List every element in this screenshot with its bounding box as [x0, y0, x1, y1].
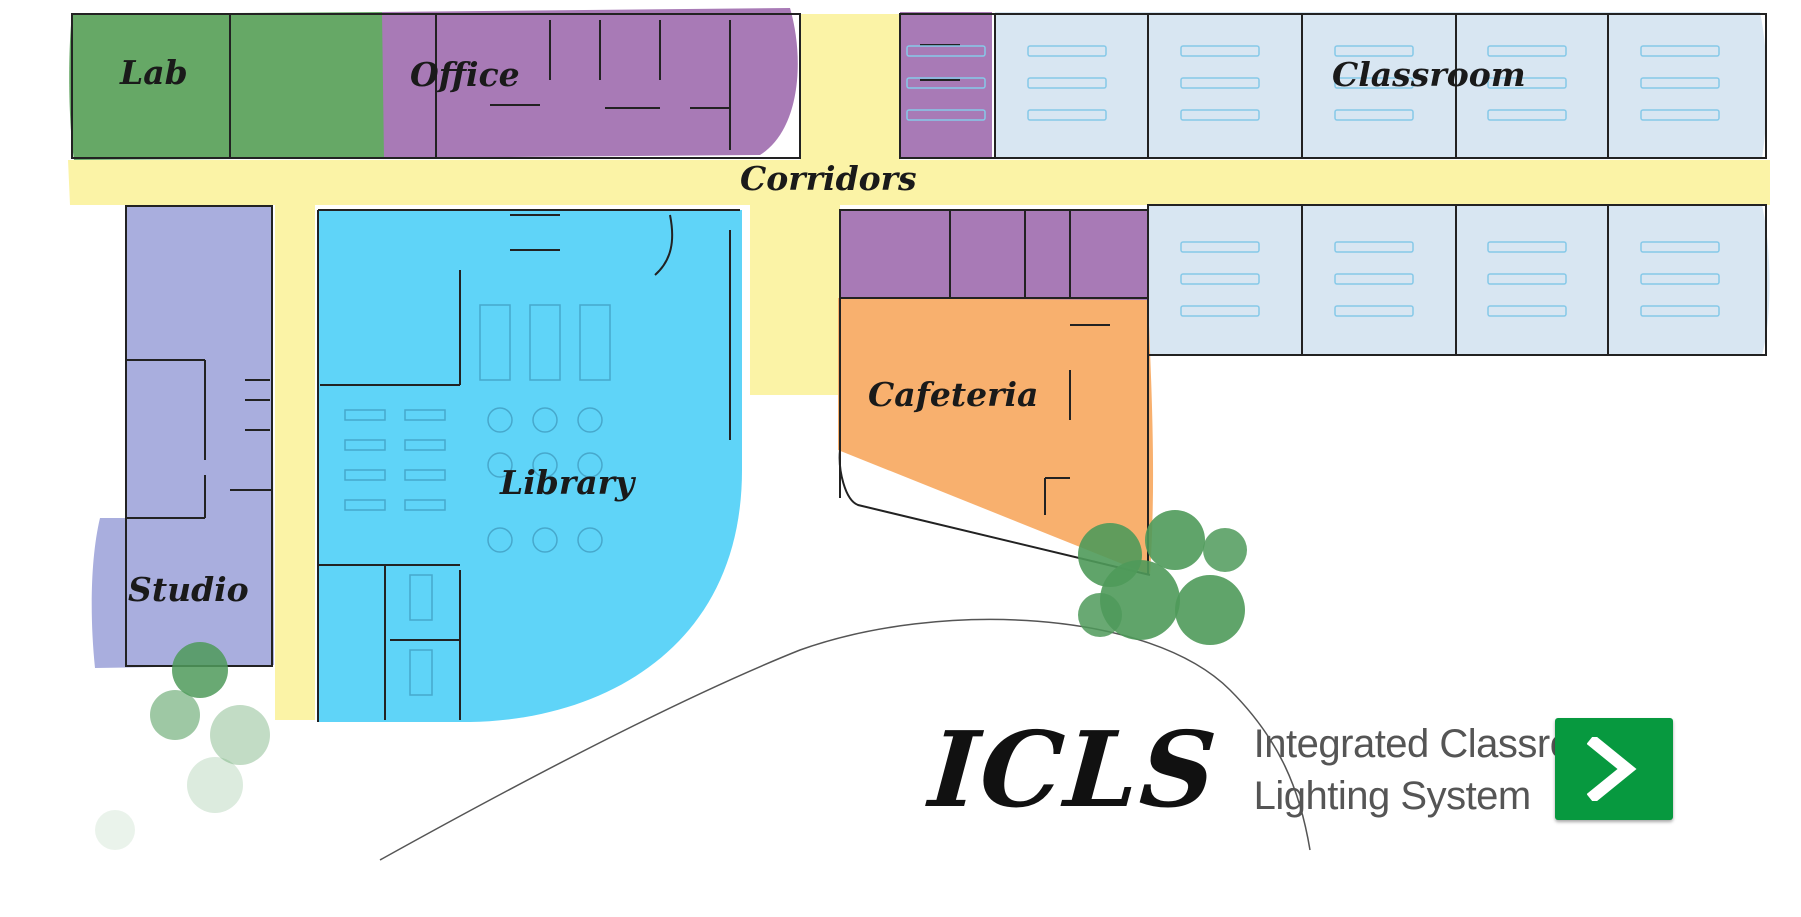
next-button[interactable]: [1555, 718, 1673, 820]
cafeteria-zone[interactable]: [838, 298, 1154, 575]
chevron-right-icon: [1587, 737, 1637, 801]
tagline-line2: Lighting System: [1253, 774, 1532, 818]
label-library: Library: [499, 463, 637, 502]
office-zone-south: [840, 210, 1148, 303]
desk-patterns: [906, 45, 1720, 317]
label-classroom: Classroom: [1332, 55, 1526, 94]
corridors-zone[interactable]: [68, 14, 1770, 720]
lab-zone[interactable]: [69, 12, 386, 160]
classroom-zone[interactable]: [995, 12, 1770, 355]
label-office: Office: [410, 55, 520, 94]
zone-labels: Lab Office Classroom Corridors Library C…: [119, 53, 1526, 609]
studio-zone[interactable]: [91, 206, 274, 668]
wall-lines: [71, 13, 1767, 861]
trees: [95, 510, 1247, 850]
label-studio: Studio: [128, 570, 249, 609]
label-corridors: Corridors: [740, 159, 917, 198]
office-zone-east: [900, 12, 992, 158]
icls-logo: ICLS: [925, 708, 1222, 831]
label-cafeteria: Cafeteria: [868, 375, 1038, 414]
library-furniture: [344, 304, 611, 696]
brand-block: ICLS Integrated Classroom Lighting Syste…: [926, 708, 1627, 831]
label-lab: Lab: [119, 53, 188, 92]
library-zone[interactable]: [318, 210, 742, 722]
